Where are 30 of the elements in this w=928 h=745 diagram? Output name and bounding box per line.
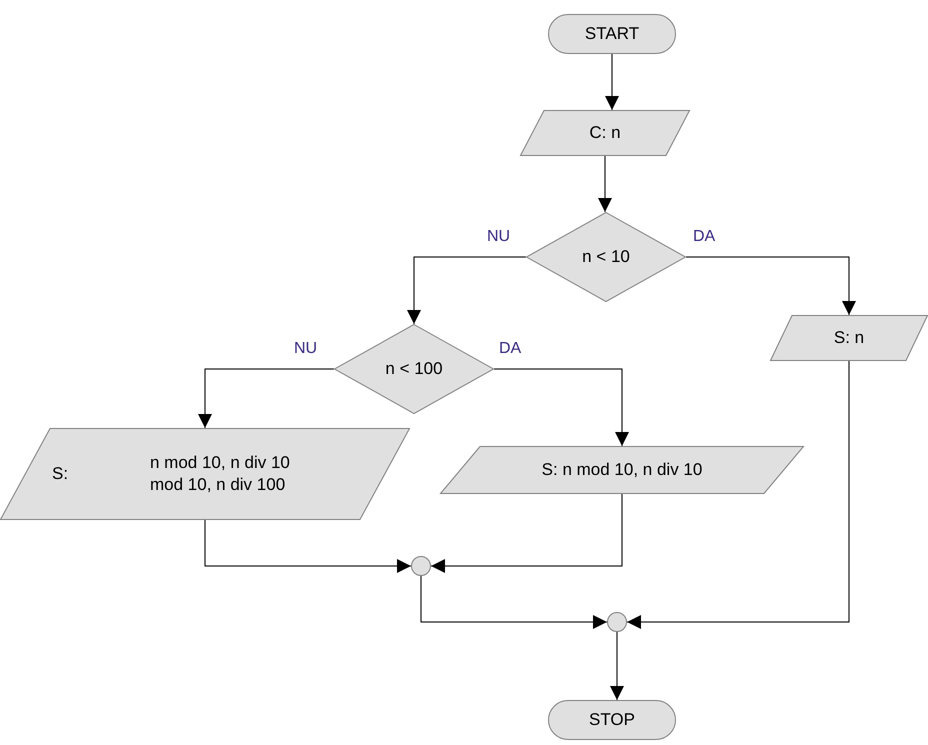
terminal-shape (548, 14, 676, 54)
node-text: S: n (832, 328, 866, 348)
io-parallelogram (0, 428, 410, 520)
arrow (420, 576, 608, 629)
arrow (686, 256, 856, 316)
arrow (610, 632, 624, 700)
io-parallelogram (440, 446, 804, 494)
arrow (430, 494, 622, 573)
node-text: n < 100 (384, 359, 444, 379)
node-text: n mod 10, n div 10 mod 10, n div 100 (150, 452, 291, 496)
decision-diamond (526, 212, 686, 302)
terminal-shape (548, 700, 676, 740)
arrow (605, 54, 619, 110)
io-parallelogram (520, 110, 690, 156)
connector-circle (411, 556, 431, 576)
arrow (494, 368, 629, 446)
arrow (204, 520, 412, 573)
arrow (626, 360, 850, 629)
node-text: C: n (588, 123, 622, 143)
node-text: n < 10 (581, 247, 631, 267)
node-text: START (584, 24, 640, 44)
node-text: S: n mod 10, n div 10 (540, 460, 704, 480)
node-text: S: (52, 464, 68, 484)
arrow (407, 256, 526, 324)
arrow (198, 368, 334, 428)
io-parallelogram (770, 315, 928, 361)
arrow (598, 156, 612, 212)
node-text: STOP (588, 710, 636, 730)
decision-diamond (334, 324, 494, 414)
connector-circle (607, 612, 627, 632)
